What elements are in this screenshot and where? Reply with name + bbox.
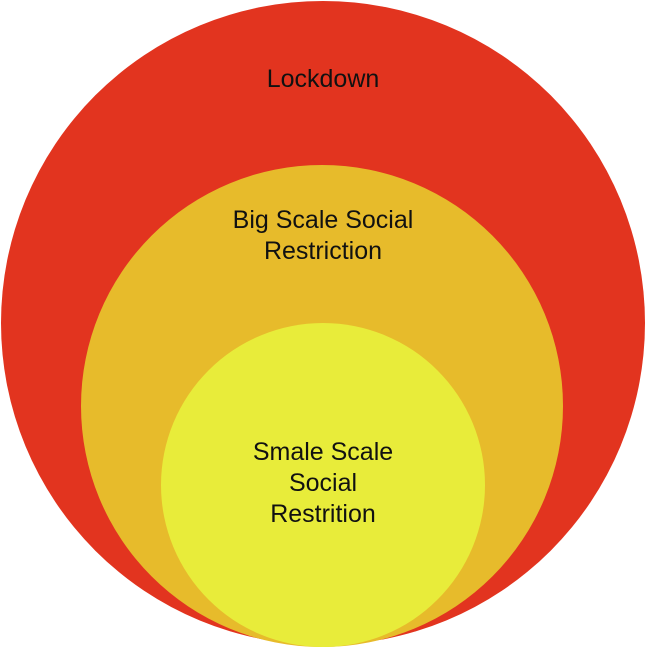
big-scale-social-restriction-label: Big Scale Social Restriction xyxy=(232,206,414,265)
small-scale-social-restriction-circle xyxy=(161,323,485,647)
small-scale-social-restriction-label: Smale Scale Social Restrition xyxy=(252,438,394,528)
lockdown-label: Lockdown xyxy=(266,65,380,93)
